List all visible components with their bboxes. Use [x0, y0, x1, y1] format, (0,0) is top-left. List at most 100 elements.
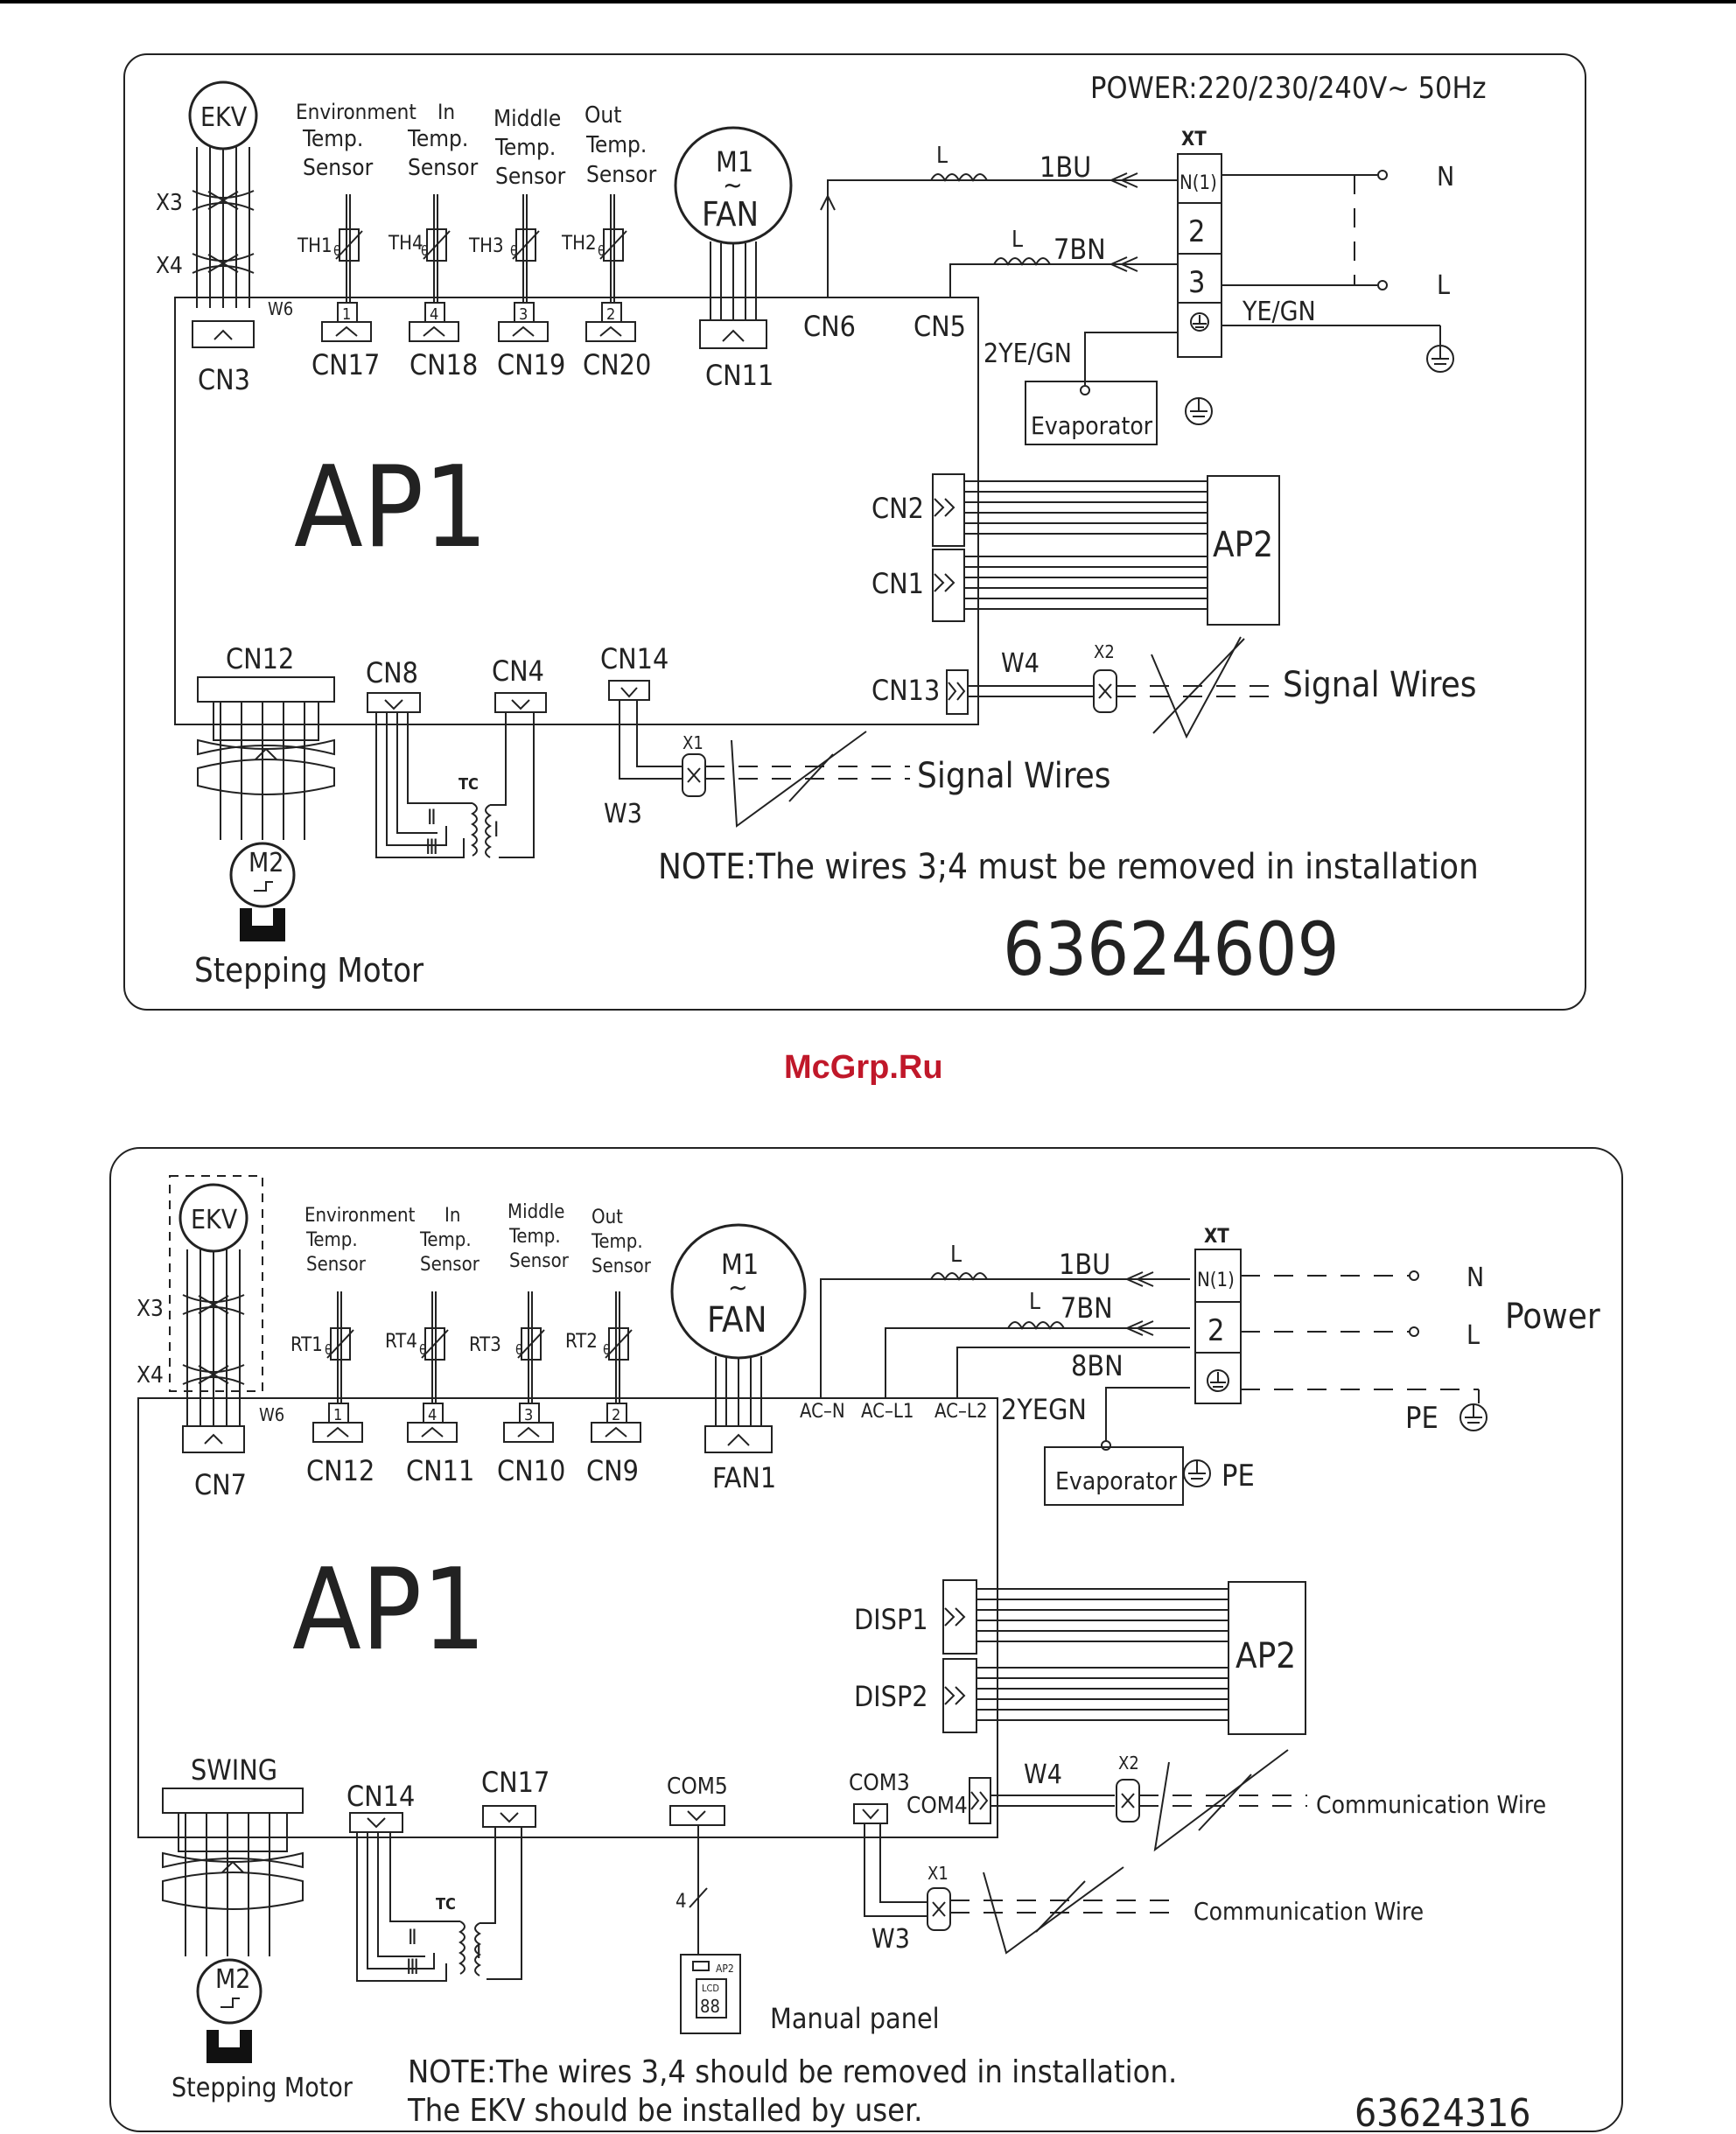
diagram-1-frame: [123, 53, 1586, 1011]
ap1-label: AP1: [292, 1545, 486, 1676]
inductor-l-label: L: [1012, 227, 1023, 253]
evaporator-label: Evaporator: [1031, 411, 1153, 440]
signal-wires-label: Signal Wires: [1283, 665, 1477, 705]
sensor-connector: [585, 321, 636, 342]
sensor-name-line: Environment: [296, 100, 416, 124]
cn13-label: CN13: [872, 674, 940, 707]
transformer-wires: [375, 712, 535, 858]
xt-terminal-2: 2: [1208, 1313, 1224, 1348]
w6-label: W6: [259, 1404, 284, 1425]
cn7-connector: [182, 1425, 245, 1453]
wire-7bn: [949, 263, 1178, 297]
transformer-coil-icon: [471, 802, 478, 857]
theta-symbol: θ: [421, 242, 429, 259]
winding-i-label: I: [476, 1939, 481, 1963]
sensor-name-line: In: [444, 1205, 460, 1227]
cn13-connector: [946, 669, 969, 715]
stepping-motor-icon: [196, 1958, 262, 2025]
cn4-label: CN4: [492, 654, 544, 688]
m2-label: M2: [215, 1964, 250, 1995]
cn3-connector: [192, 320, 255, 348]
thermistor-icon: [515, 228, 536, 262]
ap1-board: [174, 297, 979, 725]
tc-label: TC: [436, 1895, 456, 1914]
sensor-in: In Temp. Sensor RT4 θ 4 CN11: [385, 1205, 480, 1487]
sensor-environment: Environment Temp. Sensor RT1 θ 1 CN12: [290, 1205, 416, 1487]
theta-symbol: θ: [598, 242, 606, 259]
sensor-name-line: Sensor: [495, 164, 566, 190]
thermistor-icon: [521, 1327, 542, 1361]
power-label: Power: [1505, 1297, 1600, 1337]
manual-panel-label: Manual panel: [770, 2002, 940, 2035]
fan1-label: FAN1: [712, 1461, 776, 1494]
note-text: NOTE:The wires 3;4 must be removed in in…: [658, 847, 1479, 887]
pe-label: PE: [1405, 1401, 1438, 1436]
cn12-connector-body: [213, 701, 319, 741]
cn3-label: CN3: [198, 363, 250, 396]
transformer-coil-icon: [485, 804, 492, 858]
theta-symbol: θ: [325, 1341, 332, 1358]
sensor-name-line: Temp.: [419, 1229, 472, 1251]
disp1-label: DISP1: [854, 1603, 928, 1636]
ap1-board: [137, 1397, 998, 1838]
evaporator-label: Evaporator: [1055, 1466, 1178, 1495]
stepping-motor-label: Stepping Motor: [172, 2073, 354, 2103]
winding-i-label: I: [494, 817, 499, 842]
mains-n-label: N: [1437, 162, 1454, 192]
x3-label: X3: [156, 190, 183, 216]
disp1-connector: [942, 1579, 977, 1655]
com3-connector: [853, 1803, 888, 1824]
cn2-connector: [932, 473, 965, 547]
theta-symbol: θ: [603, 1341, 611, 1358]
w4-label: W4: [1024, 1760, 1062, 1790]
sensor-name-line: Temp.: [494, 135, 556, 161]
x2-connector: [1093, 669, 1117, 713]
sensor-connector: [503, 1422, 554, 1443]
cn8-label: CN8: [366, 656, 418, 689]
cut-line: [1151, 636, 1242, 739]
ground-icon: [1183, 1459, 1211, 1487]
sensor-middle: Middle Temp. Sensor TH3 θ 3 CN19: [468, 106, 566, 381]
sensor-name-line: Environment: [304, 1205, 416, 1227]
sensor-name-line: Temp.: [407, 126, 468, 152]
cut-line: [731, 731, 867, 828]
ground-icon: [1207, 1369, 1229, 1392]
diagram-2-frame: [109, 1147, 1623, 2132]
connector-label: CN10: [497, 1454, 565, 1487]
connector-label: CN18: [410, 348, 478, 381]
inductor-l-label: L: [936, 143, 948, 169]
disp2-label: DISP2: [854, 1680, 928, 1713]
swing-label: SWING: [191, 1753, 277, 1787]
thermistor-label: TH3: [468, 235, 504, 257]
ap2-board: [1207, 475, 1280, 626]
sensor-name-line: Sensor: [509, 1250, 570, 1272]
ac-l1-label: AC–L1: [861, 1401, 914, 1423]
x2-label: X2: [1118, 1753, 1139, 1774]
thermistor-icon: [426, 228, 447, 262]
watermark: McGrp.Ru: [784, 1049, 943, 1086]
ac-n-label: AC–N: [800, 1401, 845, 1423]
cn17-label: CN17: [481, 1766, 550, 1799]
arrow-left-icon: [1109, 256, 1138, 272]
swing-connector: [162, 1788, 304, 1814]
wire-1bu-label: 1BU: [1059, 1248, 1110, 1281]
thermistor-icon: [339, 228, 360, 262]
stepping-motor-wires: [185, 1813, 270, 1956]
cn11-label: CN11: [705, 359, 774, 392]
fan-m1-label: M1: [716, 145, 753, 178]
mains-n-label: N: [1466, 1263, 1484, 1293]
fan1-connector: [704, 1425, 773, 1453]
sensor-connector: [407, 1422, 458, 1443]
ap2-board: [1228, 1581, 1306, 1735]
x4-label: X4: [136, 1362, 164, 1389]
xt-terminal-2: 2: [1188, 214, 1205, 249]
panel-ap2-label: AP2: [716, 1963, 734, 1975]
signal-wires-label: Signal Wires: [917, 756, 1111, 796]
connector-label: CN20: [583, 348, 651, 381]
sensor-name-line: Temp.: [302, 126, 363, 152]
diagram-1: POWER:220/230/240V~ 50Hz EKV X3 X4 W6 CN…: [123, 53, 1586, 1011]
ap2-label: AP2: [1213, 525, 1273, 565]
xt-terminal-block: [1194, 1249, 1242, 1404]
ekv-user-installed-box: [169, 1175, 263, 1392]
com5-connector: [669, 1805, 725, 1826]
